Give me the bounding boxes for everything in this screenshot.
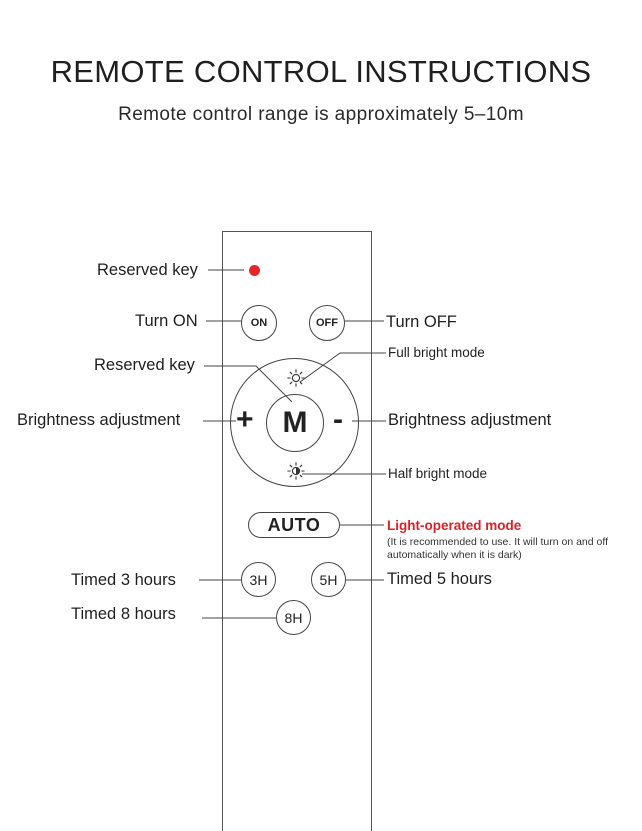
page-title: REMOTE CONTROL INSTRUCTIONS: [50, 54, 592, 89]
brightness-adjustment-label-right: Brightness adjustment: [388, 411, 552, 429]
light-operated-note: (It is recommended to use. It will turn …: [387, 536, 608, 561]
light-operated-mode-label: Light-operated mode: [387, 518, 522, 533]
half-bright-mode-label: Half bright mode: [388, 466, 488, 481]
full-bright-mode-label: Full bright mode: [388, 345, 485, 360]
off-button[interactable]: OFF: [309, 305, 345, 341]
brightness-adjustment-label-left: Brightness adjustment: [17, 411, 181, 429]
brightness-minus-button[interactable]: -: [333, 403, 343, 436]
brightness-plus-button[interactable]: +: [236, 403, 254, 436]
timer-5h-button[interactable]: 5H: [311, 562, 346, 597]
page-subtitle: Remote control range is approximately 5–…: [118, 104, 524, 125]
brightness-ring: [230, 358, 359, 487]
timed-8-hours-label: Timed 8 hours: [71, 605, 176, 623]
on-button[interactable]: ON: [241, 305, 277, 341]
mode-button[interactable]: M: [266, 394, 324, 452]
timed-5-hours-label: Timed 5 hours: [387, 570, 492, 588]
reserved-key-label-mode: Reserved key: [94, 356, 195, 374]
sun-half-icon[interactable]: [287, 462, 305, 480]
reserved-key-label-top: Reserved key: [97, 261, 198, 279]
auto-button[interactable]: AUTO: [248, 512, 340, 538]
leader-lines: [199, 269, 386, 619]
turn-on-label: Turn ON: [135, 312, 198, 330]
reserved-led-indicator: [249, 265, 260, 276]
sun-outline-icon[interactable]: [287, 369, 305, 387]
timer-8h-button[interactable]: 8H: [276, 600, 311, 635]
turn-off-label: Turn OFF: [386, 313, 457, 331]
timed-3-hours-label: Timed 3 hours: [71, 571, 176, 589]
timer-3h-button[interactable]: 3H: [241, 562, 276, 597]
